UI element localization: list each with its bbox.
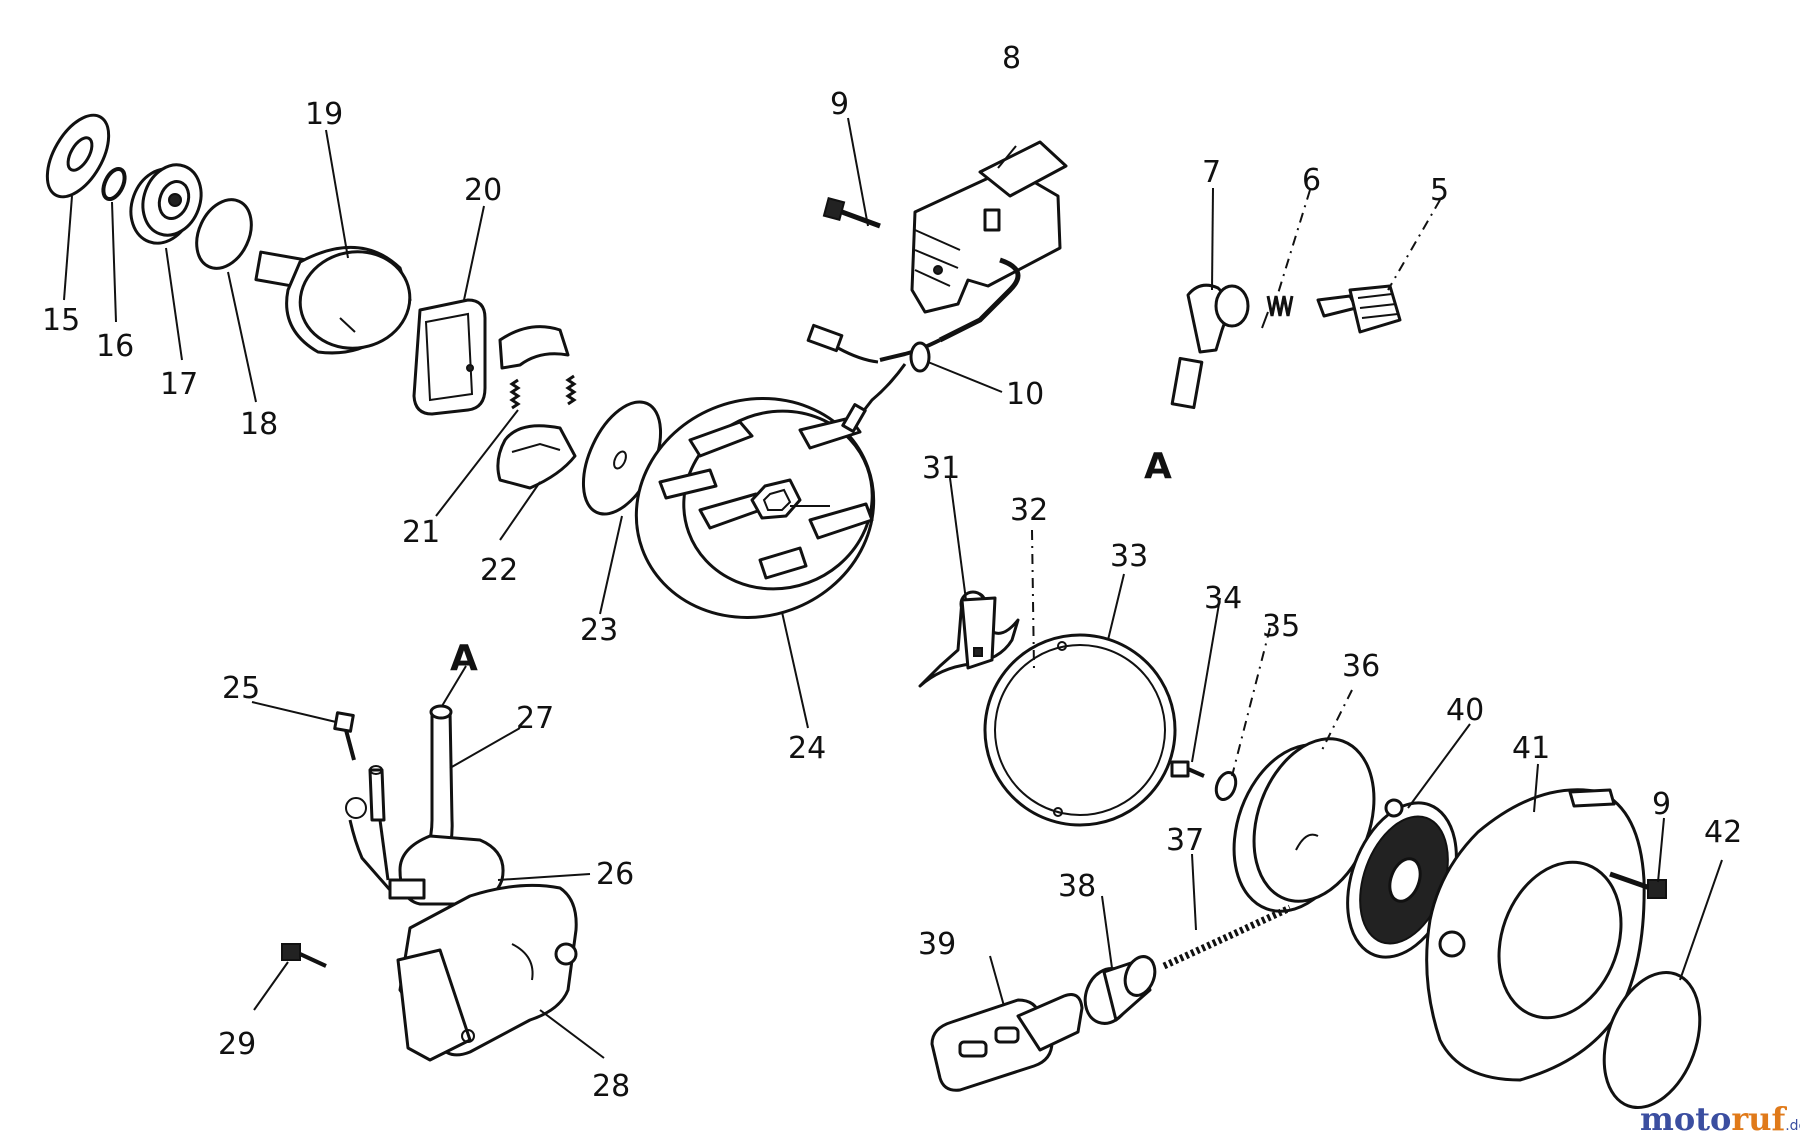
part-17-bearing	[129, 163, 203, 245]
part-9-bolt-top	[822, 197, 881, 229]
part-15-washer	[45, 113, 111, 199]
part-22-clutch-shoes	[496, 325, 577, 490]
part-labels: 15 16 17 18 19 20 21 22 23 24 8 9 10 7 6…	[42, 41, 1742, 1104]
label-40: 40	[1446, 693, 1484, 728]
label-37: 37	[1166, 823, 1204, 858]
part-10-wire-lead	[806, 323, 941, 433]
label-31: 31	[922, 451, 960, 486]
label-32: 32	[1010, 493, 1048, 528]
watermark-suffix: .de	[1785, 1118, 1800, 1134]
part-39-handle	[930, 993, 1084, 1092]
label-25: 25	[222, 671, 260, 706]
label-8: 8	[1002, 41, 1021, 76]
label-38: 38	[1058, 869, 1096, 904]
label-34: 34	[1204, 581, 1242, 616]
label-33: 33	[1110, 539, 1148, 574]
part-19-clutch-drum	[254, 245, 412, 355]
label-23: 23	[580, 613, 618, 648]
label-39: 39	[918, 927, 956, 962]
part-38-rope-guide	[1083, 955, 1157, 1025]
label-17: 17	[160, 367, 198, 402]
part-25-screw	[333, 711, 356, 761]
label-10: 10	[1006, 377, 1044, 412]
label-19: 19	[305, 97, 343, 132]
part-36-reel	[1232, 737, 1376, 913]
part-21-springs	[509, 374, 577, 410]
ref-label-a-bottom: A	[450, 638, 478, 679]
label-6: 6	[1302, 163, 1321, 198]
label-42: 42	[1704, 815, 1742, 850]
part-9-bolt-bottom	[1609, 871, 1667, 899]
label-35: 35	[1262, 609, 1300, 644]
part-34-screw	[1170, 760, 1205, 778]
label-27: 27	[516, 701, 554, 736]
label-29: 29	[218, 1027, 256, 1062]
part-42-disc	[1602, 971, 1702, 1109]
part-35-washer	[1214, 770, 1238, 802]
part-28-cover	[396, 883, 578, 1062]
label-28: 28	[592, 1069, 630, 1104]
part-6-spring	[1261, 295, 1294, 329]
part-5-spark-plug	[1316, 284, 1402, 334]
label-5: 5	[1430, 173, 1449, 208]
part-20-plate	[412, 298, 487, 416]
watermark-logo: motoruf.de	[1640, 1100, 1800, 1138]
part-41-starter-housing	[1425, 788, 1646, 1082]
label-26: 26	[596, 857, 634, 892]
part-31-pawl	[918, 590, 1020, 688]
label-18: 18	[240, 407, 278, 442]
label-15: 15	[42, 303, 80, 338]
part-29-screw	[281, 943, 327, 968]
part-33-gasket	[983, 633, 1177, 827]
label-41: 41	[1512, 731, 1550, 766]
label-24: 24	[788, 731, 826, 766]
label-36: 36	[1342, 649, 1380, 684]
part-16-clip	[101, 167, 127, 201]
leader-lines	[63, 117, 1723, 1059]
part-26-fuel-tank	[345, 797, 505, 906]
label-9-top: 9	[830, 87, 849, 122]
watermark-part2: ruf	[1731, 1100, 1787, 1138]
label-9-bottom: 9	[1652, 787, 1671, 822]
label-21: 21	[402, 515, 440, 550]
label-22: 22	[480, 553, 518, 588]
label-20: 20	[464, 173, 502, 208]
svg-text:motoruf.de: motoruf.de	[1640, 1100, 1800, 1138]
label-7: 7	[1202, 155, 1221, 190]
label-16: 16	[96, 329, 134, 364]
part-8-ignition-module	[910, 140, 1068, 343]
ref-label-a-top: A	[1144, 446, 1172, 487]
part-7-boot	[1170, 283, 1250, 410]
part-18-snap-ring	[195, 198, 253, 270]
watermark-part1: moto	[1640, 1100, 1731, 1138]
part-37-rope	[1162, 904, 1292, 970]
